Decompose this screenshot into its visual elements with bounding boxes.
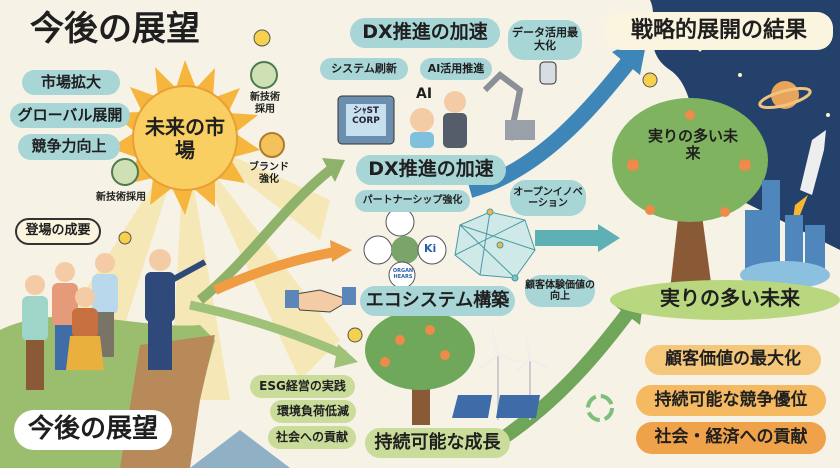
customer-experience-bubble: 顧客体験価値の向上	[525, 275, 595, 307]
page-title: 今後の展望	[30, 9, 200, 49]
lightbulb-icon	[118, 29, 658, 343]
rocket-badge	[111, 158, 139, 186]
database-icon	[539, 61, 557, 85]
gear-badge	[250, 61, 278, 89]
sun-icon	[110, 60, 260, 215]
footer-title: 今後の展望	[14, 410, 172, 450]
partner-logo-organ: ORGAN HEARS	[392, 268, 414, 280]
ai-users-illustration	[410, 91, 467, 148]
dx-banner: DX推進の加速	[356, 155, 506, 185]
system-renewal-bubble: システム刷新	[320, 58, 408, 80]
sun-label: 未来の市場	[145, 115, 225, 162]
partner-logo-ki: Ki	[424, 242, 437, 255]
ai-promotion-bubble: AI活用推進	[420, 58, 492, 80]
apple-tree-icon	[365, 310, 475, 425]
sustain-banner: 持続可能な成長	[365, 428, 510, 458]
robot-arm-icon	[482, 71, 535, 141]
ecosystem-banner: エコシステム構築	[360, 286, 515, 316]
esg-item: ESG経営の実践	[250, 375, 355, 398]
chip-text: シｬST CORP	[352, 106, 380, 127]
rocket-icon-label: 新技術採用	[96, 192, 146, 203]
data-utilization-bubble: データ活用最大化	[508, 20, 582, 60]
gear-icon-label: 新技術採用	[250, 92, 280, 115]
medal-badge	[259, 132, 285, 158]
bubble-global-expansion: グローバル展開	[10, 103, 130, 128]
chip-icon	[337, 95, 395, 145]
outcome-item: 顧客価値の最大化	[645, 345, 821, 375]
mountain	[190, 430, 290, 468]
result-title: 戦略的展開の結果	[605, 12, 833, 50]
ground-label: 実りの多い未来	[660, 286, 800, 310]
speech-bubble: 登場の成要	[15, 218, 101, 245]
green-arrow	[496, 305, 636, 446]
open-innovation-bubble: オープンイノベーション	[510, 180, 586, 216]
handshake-icon	[285, 287, 356, 313]
bubble-competitiveness: 競争力向上	[18, 134, 120, 160]
esg-item: 社会への貢献	[268, 426, 356, 449]
planet-icon	[758, 81, 812, 110]
arrow-to-sustain	[189, 300, 347, 360]
tree-label: 実りの多い未来	[648, 127, 739, 163]
partner-cycle	[363, 207, 447, 289]
network-icon	[454, 208, 536, 282]
outcome-item: 社会・経済への貢献	[636, 422, 826, 454]
ground	[610, 280, 840, 320]
ai-label: AI	[416, 86, 433, 102]
esg-item: 環境負荷低減	[270, 400, 356, 423]
solar-panel-icon	[452, 395, 540, 418]
bubble-market-expansion: 市場拡大	[22, 70, 120, 95]
dx-title: DX推進の加速	[350, 18, 500, 48]
arrow-to-ecosystem	[212, 247, 336, 295]
partnership-bubble: パートナーシップ強化	[355, 190, 470, 212]
business-team-illustration	[22, 249, 207, 390]
medal-icon-label: ブランド強化	[249, 162, 289, 185]
outcome-item: 持続可能な競争優位	[636, 385, 826, 416]
recycle-icon	[586, 394, 614, 422]
fruit-tree-icon	[612, 98, 768, 290]
